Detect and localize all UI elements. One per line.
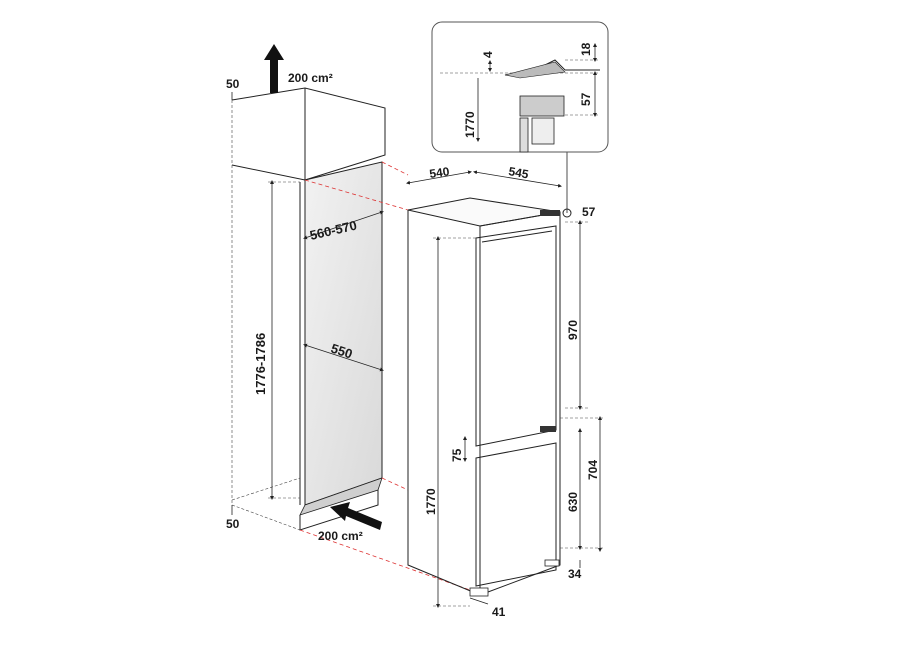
appliance-depth-label: 540 <box>428 164 450 181</box>
gap-top-label: 50 <box>226 77 240 91</box>
freezer-door-label: 630 <box>566 492 580 512</box>
door-gap-label: 75 <box>450 448 464 462</box>
cabinet-top-box <box>231 87 386 181</box>
alignment-lines <box>299 161 471 591</box>
appliance-width-label: 545 <box>507 164 529 181</box>
detail-1770-label: 1770 <box>463 111 477 138</box>
vent-arrow-up <box>264 44 284 93</box>
appliance <box>407 197 572 597</box>
cabinet-niche <box>231 87 386 531</box>
detail-inset <box>431 21 609 153</box>
niche-height-label: 1776-1786 <box>253 333 268 395</box>
vent-bottom-label: 200 cm² <box>318 529 363 543</box>
fridge-door-label: 970 <box>566 320 580 340</box>
detail-4-label: 4 <box>481 51 495 58</box>
lower-section-label: 704 <box>586 460 600 480</box>
appliance-dimensions <box>406 152 605 608</box>
foot-label: 34 <box>568 567 582 581</box>
detail-57-label: 57 <box>579 92 593 106</box>
vent-arrow-in <box>330 502 382 530</box>
detail-18-label: 18 <box>579 42 593 56</box>
vent-top-label: 200 cm² <box>288 71 333 85</box>
total-height-label: 1770 <box>424 488 438 515</box>
niche-interior <box>304 161 383 506</box>
base-offset-label: 41 <box>492 605 506 619</box>
gap-bottom-label: 50 <box>226 517 240 531</box>
niche-depth-label: 550 <box>329 341 354 362</box>
hinge-side-label: 57 <box>582 205 596 219</box>
